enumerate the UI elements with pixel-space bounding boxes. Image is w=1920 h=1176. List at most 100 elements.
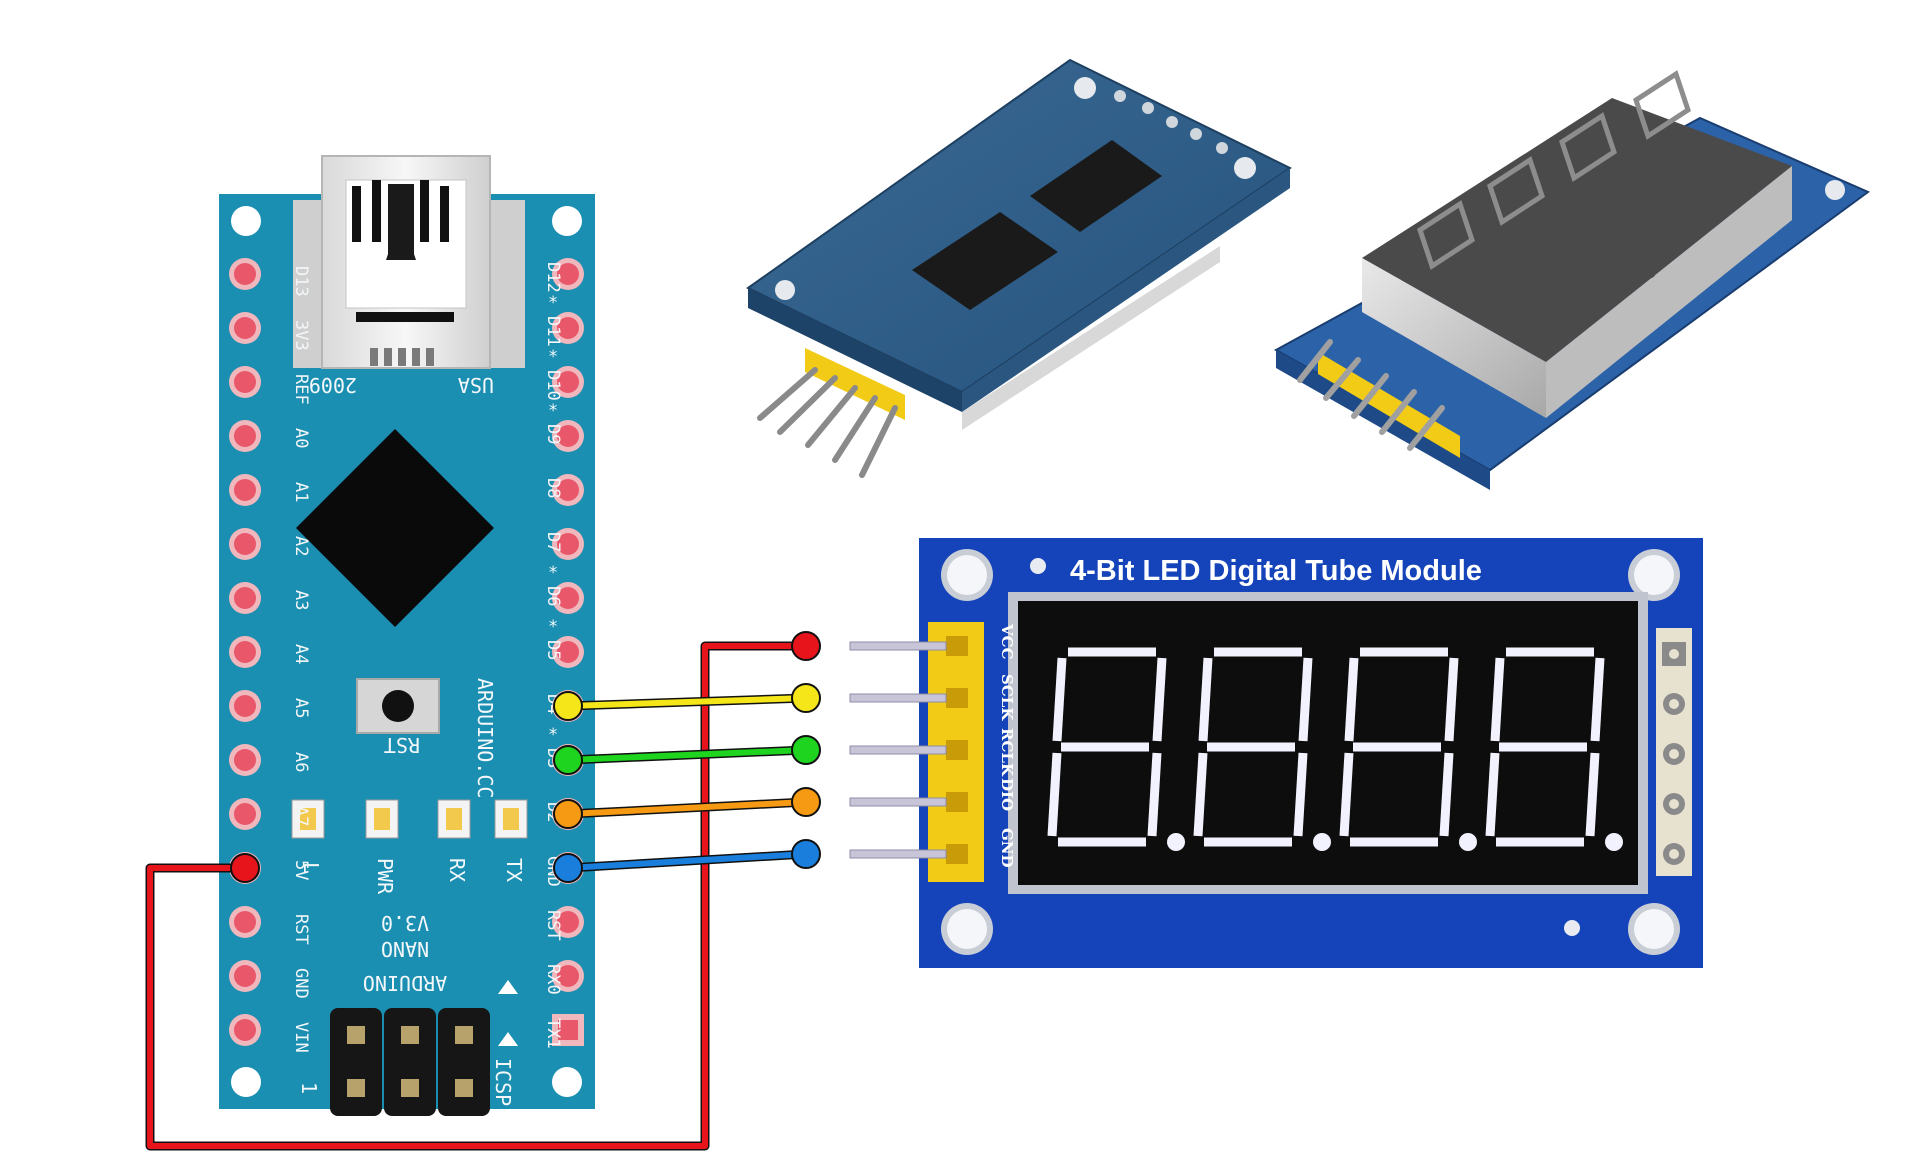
board-name-line1: ARDUINO xyxy=(363,971,447,995)
module-pin-label-vcc: VCC xyxy=(998,623,1016,660)
mounting-hole xyxy=(231,206,261,236)
nano-left-pin-label: A6 xyxy=(291,752,311,772)
module-input-header xyxy=(849,622,984,882)
nano-right-pin-label: D7 xyxy=(543,532,563,552)
module-pin-label-rclk: RCLK xyxy=(998,728,1016,777)
nano-pin-a3-left: A3 xyxy=(229,582,311,614)
icsp-pin1-label: 1 xyxy=(297,1082,321,1094)
module-pin-label-sclk: SCLK xyxy=(998,674,1016,721)
mounting-hole xyxy=(231,1067,261,1097)
module-title: 4-Bit LED Digital Tube Module xyxy=(1070,555,1482,587)
digit-4 xyxy=(1485,647,1623,851)
wire-end-d3 xyxy=(553,745,583,775)
usb-year-label: 2009 xyxy=(309,373,357,397)
led-tube-module: 4-Bit LED Digital Tube Module VCC SCLK RCL… xyxy=(849,538,1703,968)
nano-pin-a7-left: A7 xyxy=(229,798,311,830)
nano-pin-gnd-left: GND xyxy=(229,960,311,999)
module-front-photo: 3461BS xyxy=(1273,70,1870,490)
nano-pin-d7-right: D7 xyxy=(543,528,584,560)
nano-pin-3v3-left: 3V3 xyxy=(229,312,311,351)
nano-pin-tx1-right: TX1 xyxy=(543,1014,584,1049)
nano-pin-d8-right: D8 xyxy=(543,474,584,506)
led-label-tx: TX xyxy=(502,858,526,882)
wire-end-gnd xyxy=(791,839,821,869)
reset-button[interactable] xyxy=(356,678,440,734)
nano-right-pin-column: D12D11D10D9D8D7D6D5D4D3D2GNDRSTRX0TX1***… xyxy=(543,258,584,1049)
nano-pin-rst-left: RST xyxy=(229,906,311,945)
reset-label: RST xyxy=(384,733,420,757)
nano-pin-ref-left: REF xyxy=(229,366,311,405)
nano-left-pin-label: A1 xyxy=(291,482,311,502)
module-back-photo xyxy=(746,58,1292,478)
module-header-pin xyxy=(849,797,947,807)
nano-pin-a1-left: A1 xyxy=(229,474,311,506)
wire-d2-dio xyxy=(567,799,807,817)
nano-left-pin-label: RST xyxy=(291,914,311,945)
site-label: ARDUINO.CC xyxy=(473,678,497,798)
module-pin-label-gnd: GND xyxy=(998,828,1016,868)
pwm-mark: * xyxy=(548,617,558,637)
nano-pin-rx0-right: RX0 xyxy=(543,960,584,995)
nano-pin-a4-left: A4 xyxy=(229,636,311,668)
nano-right-pin-label: D8 xyxy=(543,478,563,498)
nano-left-pin-label: REF xyxy=(291,374,311,405)
nano-right-pin-label: D10 xyxy=(543,370,563,401)
nano-right-pin-label: D12 xyxy=(543,262,563,293)
nano-pin-d11-right: D11 xyxy=(543,312,584,347)
shift-register-chip xyxy=(912,140,1162,310)
nano-left-pin-label: A7 xyxy=(291,806,311,826)
wire-end-rclk xyxy=(791,735,821,765)
nano-pin-a2-left: A2 xyxy=(229,528,311,560)
nano-pin-rst-right: RST xyxy=(543,906,584,941)
digit-2 xyxy=(1193,647,1331,851)
nano-left-pin-label: A4 xyxy=(291,644,311,664)
wire-end-5v xyxy=(230,853,260,883)
nano-left-pin-label: GND xyxy=(291,968,311,999)
board-name-line2: NANO xyxy=(381,937,429,961)
usb-country-label: USA xyxy=(458,373,494,397)
nano-pin-a6-left: A6 xyxy=(229,744,311,776)
module-mounting-holes xyxy=(941,549,1680,955)
module-header-pin xyxy=(849,745,947,755)
pwm-mark: * xyxy=(548,293,558,313)
microcontroller-chip xyxy=(296,429,494,627)
nano-pin-a0-left: A0 xyxy=(229,420,311,452)
module-header-pin xyxy=(849,693,947,703)
rx-arrow-icon xyxy=(498,980,518,994)
icsp-label: ICSP xyxy=(491,1058,515,1106)
nano-right-pin-label: D6 xyxy=(543,586,563,606)
wire-d4-sclk xyxy=(567,695,807,709)
led-label-pwr: PWR xyxy=(373,858,397,895)
decimal-point xyxy=(1313,833,1331,851)
pwm-mark: * xyxy=(548,401,558,421)
photo-pads xyxy=(775,77,1256,300)
nano-pin-d5-right: D5 xyxy=(543,636,584,668)
icsp-header xyxy=(330,1008,490,1116)
nano-pin-vin-left: VIN xyxy=(229,1014,311,1053)
seven-segment-digits xyxy=(1047,647,1623,851)
wire-gnd-gnd xyxy=(567,851,807,871)
module-header-pin xyxy=(849,641,947,651)
led-label-rx: RX xyxy=(445,858,469,882)
wire-5v-vcc xyxy=(147,643,806,1149)
nano-right-pin-label: TX1 xyxy=(543,1018,563,1049)
connection-wires xyxy=(145,631,821,1151)
tx-arrow-icon xyxy=(498,1032,518,1046)
wire-end-vcc xyxy=(791,631,821,661)
photo-header-pins xyxy=(757,348,905,478)
module-side-header xyxy=(1656,628,1692,876)
module-header-pin xyxy=(849,849,947,859)
wire-end-sclk xyxy=(791,683,821,713)
pwm-mark: * xyxy=(548,563,558,583)
nano-pin-d13-left: D13 xyxy=(229,258,311,297)
nano-pin-a5-left: A5 xyxy=(229,690,311,722)
photo-segments xyxy=(1417,70,1691,270)
module-pin-label-dio: DIO xyxy=(998,778,1016,811)
decimal-point xyxy=(1459,833,1477,851)
nano-pin-d6-right: D6 xyxy=(543,582,584,614)
mounting-hole xyxy=(552,1067,582,1097)
nano-right-pin-label: D5 xyxy=(543,640,563,660)
nano-left-pin-label: A3 xyxy=(291,590,311,610)
